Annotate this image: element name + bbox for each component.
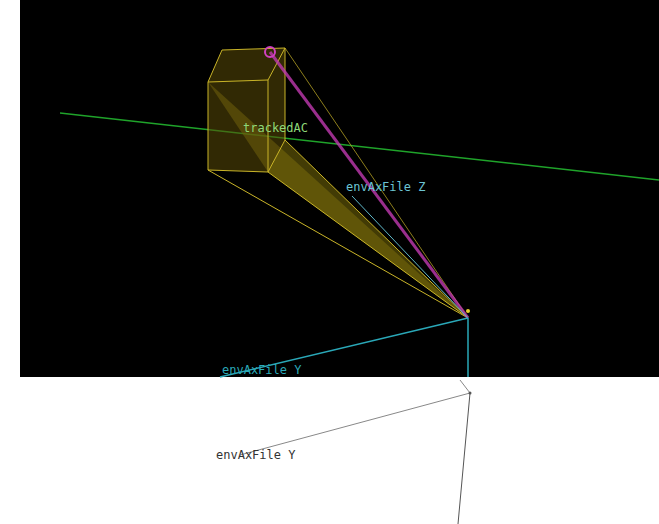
camera-frustum: [208, 48, 468, 318]
tracked-ray: [265, 47, 468, 318]
axis-label: envAxFile Z: [346, 180, 425, 194]
axis-label: envAxFile Y: [222, 363, 301, 377]
viewport-background: [20, 0, 659, 377]
cyan-axes: [220, 318, 468, 377]
z-axis: [352, 196, 468, 318]
object-label: trackedAC: [243, 121, 308, 135]
axis-label: envAxFile Y: [216, 448, 295, 462]
